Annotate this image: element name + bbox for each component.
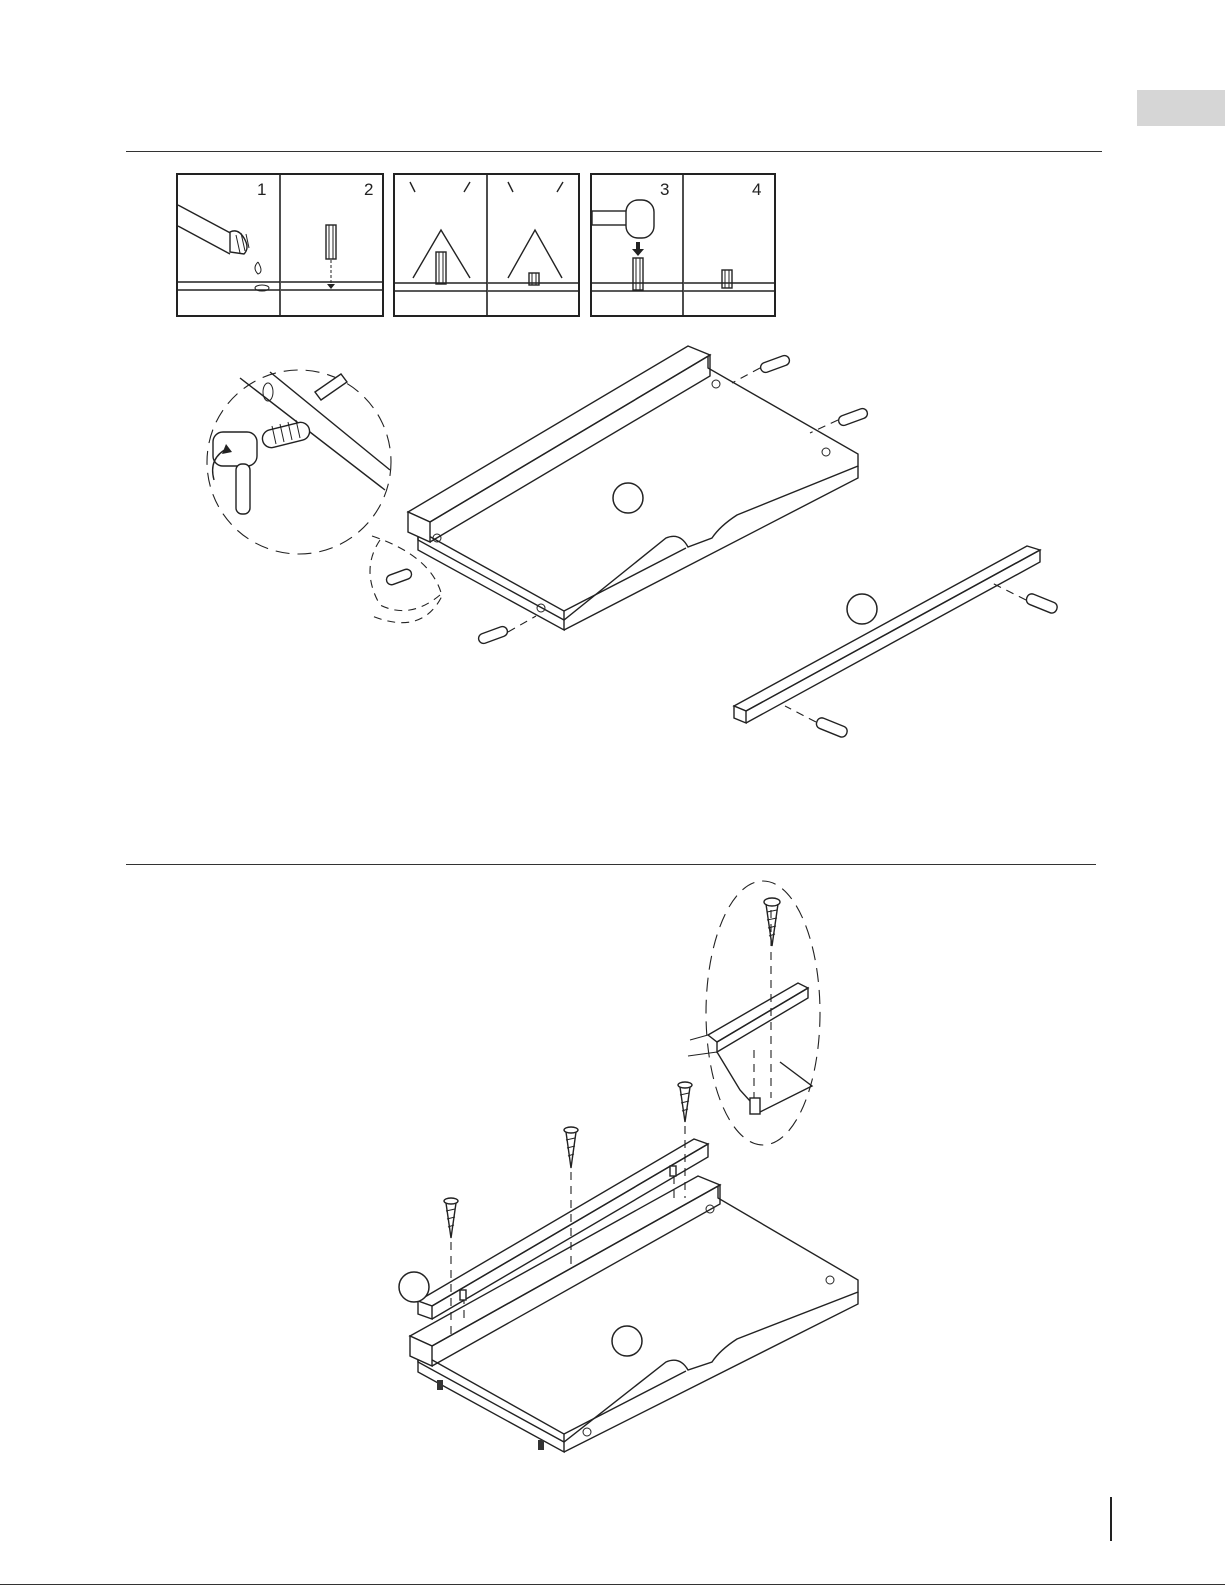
screw-icon <box>764 898 780 946</box>
panel-part-1 <box>410 1176 858 1452</box>
part-label-circle-1 <box>612 1326 642 1356</box>
detail-callout-screw <box>688 881 820 1145</box>
part-label-circle-2 <box>399 1272 429 1302</box>
